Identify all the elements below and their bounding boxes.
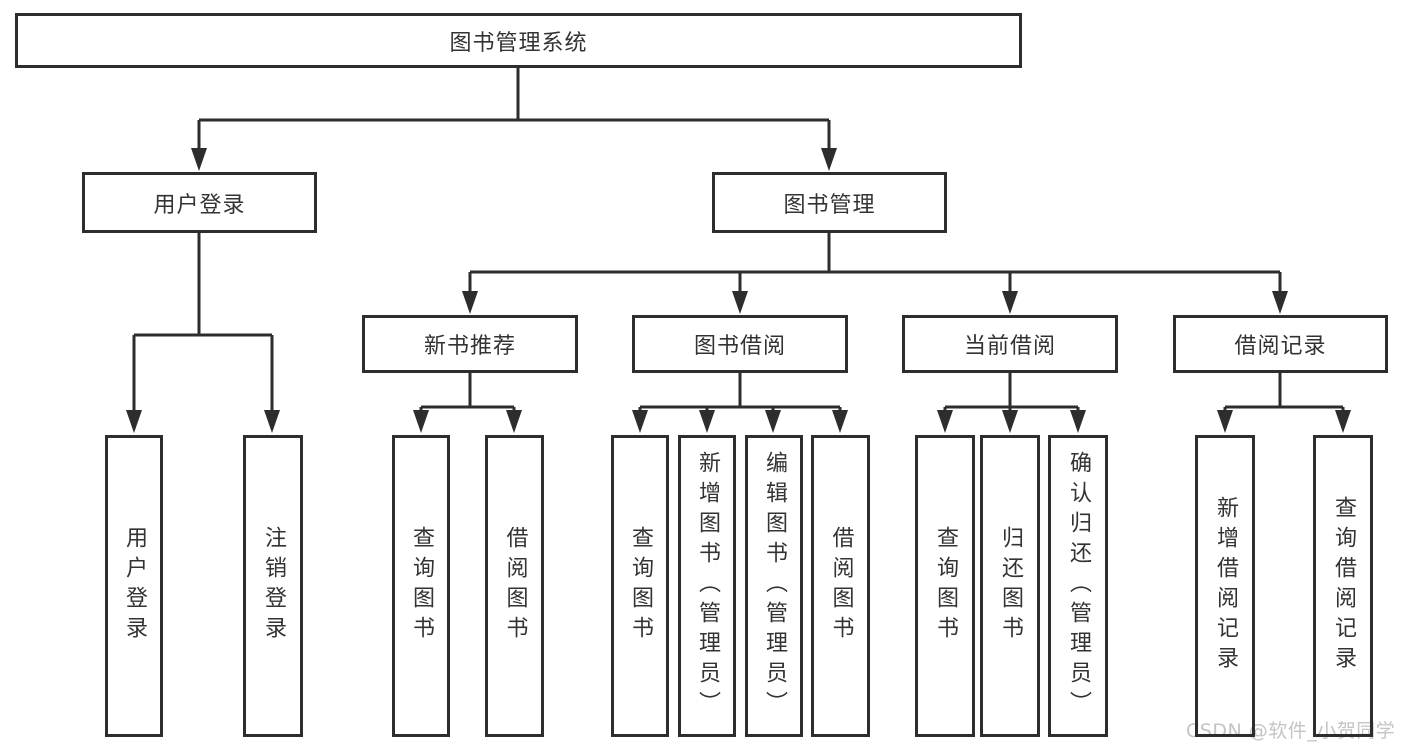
- node-leaf-add-book-label: 新增图书（管理员）: [695, 451, 720, 721]
- node-book-borrow-label: 图书借阅: [693, 334, 786, 359]
- node-leaf-confirm-return-label: 确认归还（管理员）: [1066, 451, 1091, 721]
- connector-book-mgmt: [462, 233, 1288, 314]
- node-borrow-records: 借阅记录: [1173, 315, 1388, 373]
- node-leaf-confirm-return: 确认归还（管理员）: [1048, 435, 1108, 737]
- node-leaf-query-book-c-label: 查询图书: [933, 526, 958, 646]
- connector-current-borrow: [937, 373, 1086, 433]
- node-root: 图书管理系统: [15, 13, 1022, 68]
- node-leaf-query-book-b: 查询图书: [611, 435, 669, 737]
- node-leaf-add-record-label: 新增借阅记录: [1213, 496, 1238, 676]
- node-leaf-query-record-label: 查询借阅记录: [1331, 496, 1356, 676]
- node-leaf-borrow-book-a: 借阅图书: [485, 435, 544, 737]
- node-new-book-rec: 新书推荐: [362, 315, 578, 373]
- node-leaf-return-book: 归还图书: [980, 435, 1040, 737]
- node-leaf-add-book: 新增图书（管理员）: [678, 435, 736, 737]
- connector-root: [191, 68, 837, 171]
- node-leaf-query-book-a-label: 查询图书: [409, 526, 434, 646]
- node-leaf-edit-book-label: 编辑图书（管理员）: [762, 451, 787, 721]
- node-leaf-query-book-a: 查询图书: [392, 435, 450, 737]
- node-book-mgmt-branch-label: 图书管理: [783, 192, 876, 218]
- connector-book-borrow: [632, 373, 848, 433]
- node-leaf-query-book-c: 查询图书: [915, 435, 975, 737]
- node-user-login-branch: 用户登录: [82, 172, 317, 233]
- connector-user-login: [126, 233, 280, 433]
- connector-new-book-rec: [413, 373, 522, 433]
- node-leaf-query-record: 查询借阅记录: [1313, 435, 1373, 737]
- node-book-borrow: 图书借阅: [632, 315, 848, 373]
- watermark: CSDN @软件_小贺同学: [1186, 720, 1396, 742]
- node-leaf-logout: 注销登录: [243, 435, 303, 737]
- node-new-book-rec-label: 新书推荐: [423, 334, 516, 359]
- node-leaf-query-book-b-label: 查询图书: [628, 526, 653, 646]
- node-borrow-records-label: 借阅记录: [1234, 334, 1327, 359]
- node-leaf-add-record: 新增借阅记录: [1195, 435, 1255, 737]
- node-leaf-edit-book: 编辑图书（管理员）: [745, 435, 803, 737]
- node-leaf-borrow-book-b: 借阅图书: [811, 435, 870, 737]
- node-leaf-return-book-label: 归还图书: [998, 526, 1023, 646]
- node-user-login-branch-label: 用户登录: [153, 192, 246, 218]
- node-current-borrow: 当前借阅: [902, 315, 1118, 373]
- node-leaf-borrow-book-b-label: 借阅图书: [828, 526, 854, 646]
- node-book-mgmt-branch: 图书管理: [712, 172, 947, 233]
- node-leaf-user-login: 用户登录: [105, 435, 163, 737]
- node-leaf-user-login-label: 用户登录: [122, 526, 147, 646]
- node-leaf-borrow-book-a-label: 借阅图书: [502, 526, 528, 646]
- node-leaf-logout-label: 注销登录: [261, 526, 286, 646]
- node-root-label: 图书管理系统: [449, 30, 588, 56]
- node-current-borrow-label: 当前借阅: [963, 334, 1056, 359]
- connector-borrow-records: [1217, 373, 1351, 433]
